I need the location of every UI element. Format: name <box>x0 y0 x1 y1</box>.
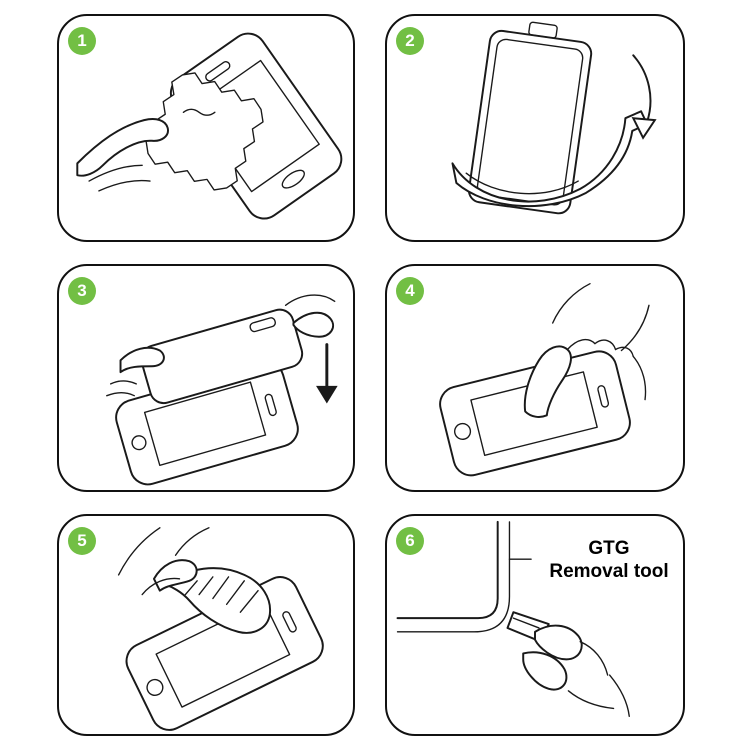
wipe-screen-illustration <box>76 32 343 220</box>
hand-icon <box>117 527 210 596</box>
step-5-number-badge: 5 <box>68 527 96 555</box>
step-panel-4: 4 <box>385 264 685 492</box>
protector-sheet <box>468 21 593 215</box>
phone-corner-edge <box>396 520 511 633</box>
removal-tool-illustration <box>396 520 630 718</box>
step-panel-1: 1 <box>57 14 355 242</box>
step-1-number-badge: 1 <box>68 27 96 55</box>
down-arrow-icon <box>316 343 338 404</box>
remove-layer-illustration <box>117 527 324 731</box>
press-screen-illustration <box>439 282 650 477</box>
step-number: 4 <box>405 281 415 300</box>
step-panel-5: 5 <box>57 514 355 736</box>
left-hand-icon <box>106 346 165 397</box>
removal-tool-label-line1: GTG <box>588 538 630 559</box>
pressing-finger-icon <box>523 282 650 418</box>
removal-tool-label: GTG Removal tool <box>533 538 685 584</box>
hand-icon <box>76 118 169 192</box>
fingers-icon <box>522 624 630 718</box>
peeled-layer-icon <box>164 567 272 634</box>
step-number: 1 <box>77 31 87 50</box>
peel-film-illustration <box>451 21 657 215</box>
step-number: 2 <box>405 31 415 50</box>
step-4-number-badge: 4 <box>396 277 424 305</box>
step-panel-6: 6 GTG Removal tool <box>385 514 685 736</box>
step-number: 5 <box>77 531 87 550</box>
step-number: 3 <box>77 281 87 300</box>
film-curl-line <box>465 172 579 195</box>
step-2-number-badge: 2 <box>396 27 424 55</box>
glass-protector <box>140 308 304 405</box>
right-hand-icon <box>284 294 336 338</box>
step-6-number-badge: 6 <box>396 527 424 555</box>
step-panel-3: 3 <box>57 264 355 492</box>
step-3-number-badge: 3 <box>68 277 96 305</box>
removal-tool-label-line2: Removal tool <box>549 560 669 582</box>
curved-arrow-icon <box>631 54 657 140</box>
cloth-texture <box>182 108 216 116</box>
align-protector-illustration <box>106 294 338 486</box>
step-panel-2: 2 <box>385 14 685 242</box>
step-number: 6 <box>405 531 415 550</box>
